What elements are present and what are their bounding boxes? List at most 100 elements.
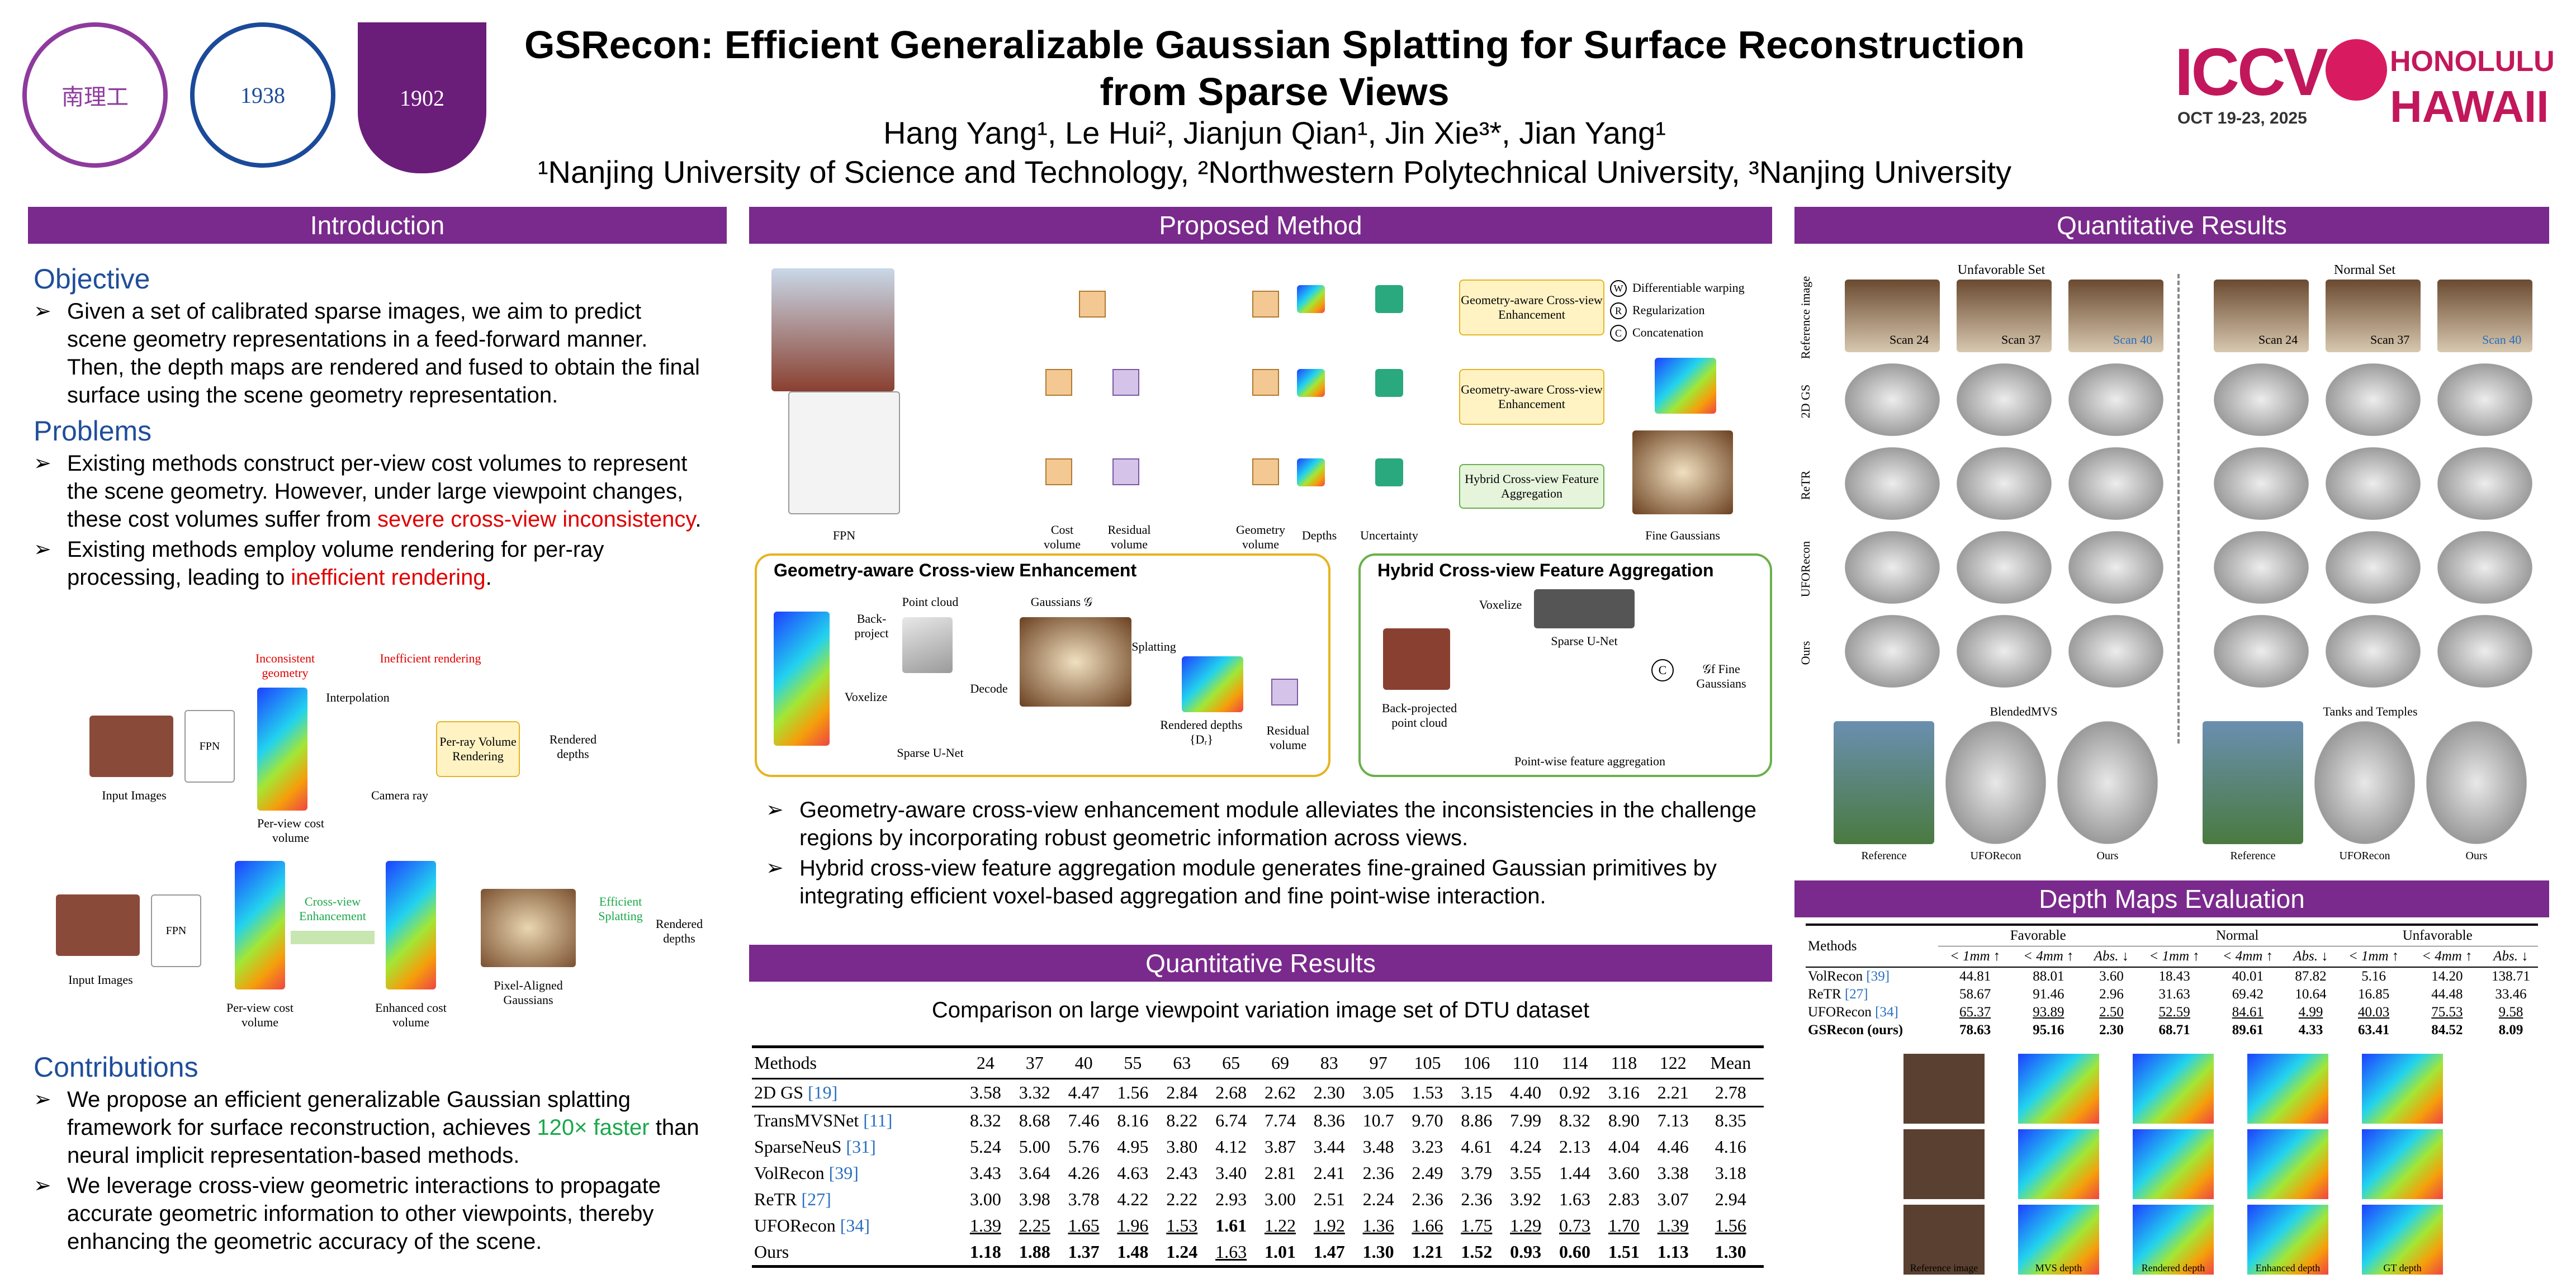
table-cell: 91.46 <box>2033 987 2064 1002</box>
table-cell: 1.66 <box>1412 1215 1443 1235</box>
dtu-caption: Comparison on large viewpoint variation … <box>931 998 1590 1022</box>
label: Cross-view Enhancement <box>299 894 366 923</box>
table-cell: 31.63 <box>2158 987 2190 1002</box>
table-cell: 4.99 <box>2298 1005 2323 1020</box>
reconstruction-image <box>2326 447 2421 520</box>
citation-link[interactable]: [31] <box>846 1137 876 1157</box>
citation-link[interactable]: [19] <box>808 1082 838 1102</box>
column-header: 37 <box>1025 1053 1044 1073</box>
table-cell: 2.25 <box>1019 1215 1050 1235</box>
rendered-depth <box>1655 358 1716 414</box>
column-header: 55 <box>1124 1053 1142 1073</box>
table-cell: 3.43 <box>969 1163 1001 1183</box>
table-cell: 1.24 <box>1166 1242 1198 1262</box>
table-cell: 1.48 <box>1117 1242 1149 1262</box>
method-name: GSRecon (ours) <box>1808 1022 1903 1038</box>
table-cell: 88.01 <box>2033 969 2064 984</box>
citation-link[interactable]: [34] <box>840 1215 870 1235</box>
column-header: Abs. ↓ <box>2293 949 2328 964</box>
citation-link[interactable]: [34] <box>1875 1005 1898 1020</box>
label: Input Images <box>68 973 133 987</box>
label: Enhanced cost volume <box>375 1001 447 1029</box>
table-cell: 33.46 <box>2495 987 2527 1002</box>
reconstruction-image <box>2426 721 2527 844</box>
conf-city: HONOLULU <box>2390 45 2555 78</box>
reconstruction-image <box>1957 615 2052 688</box>
citation-link[interactable]: [39] <box>828 1163 859 1183</box>
label: Tanks and Temples <box>2323 704 2418 718</box>
table-cell: 1.70 <box>1608 1215 1640 1235</box>
row-label: Ours <box>1798 641 1812 665</box>
table-cell: 2.78 <box>1715 1082 1746 1102</box>
table-cell: 2.30 <box>2099 1022 2124 1038</box>
table-cell: 2.94 <box>1715 1189 1746 1209</box>
reconstruction-image <box>2214 531 2309 604</box>
table-cell: 2.36 <box>1461 1189 1493 1209</box>
table-cell: 95.16 <box>2033 1022 2064 1038</box>
cube <box>1112 369 1139 396</box>
reconstruction-image <box>2068 531 2163 604</box>
scan-label: Scan 40 <box>2482 333 2522 347</box>
image-label: Reference <box>2230 850 2276 862</box>
uncertainty-map <box>1375 458 1403 486</box>
reference-image <box>1903 1205 1985 1275</box>
citation-link[interactable]: [39] <box>1866 969 1890 984</box>
table-cell: 2.84 <box>1166 1082 1198 1102</box>
citation-link[interactable]: [27] <box>801 1189 831 1209</box>
label: FPN <box>832 528 856 542</box>
table-cell: 69.42 <box>2232 987 2264 1002</box>
objective-bullet: Given a set of calibrated sparse images,… <box>34 297 704 409</box>
table-cell: 2.49 <box>1412 1163 1443 1183</box>
poster-title: GSRecon: Efficient Generalizable Gaussia… <box>503 21 2046 115</box>
table-cell: 1.36 <box>1362 1215 1394 1235</box>
reference-image <box>1834 721 1934 844</box>
method-name: UFORecon [34] <box>1808 1005 1898 1020</box>
table-cell: 4.26 <box>1068 1163 1100 1183</box>
reference-image <box>1903 1054 1985 1124</box>
label: Rendered depths {Dᵣ} <box>1160 718 1243 746</box>
table-cell: 1.29 <box>1510 1215 1542 1235</box>
citation-link[interactable]: [27] <box>1844 987 1868 1002</box>
cube <box>1045 369 1072 396</box>
sub-header-row: < 1mm ↑< 4mm ↑Abs. ↓< 1mm ↑< 4mm ↑Abs. ↓… <box>1806 946 2538 967</box>
table-cell: 89.61 <box>2232 1022 2264 1038</box>
method-name: UFORecon [34] <box>754 1215 870 1235</box>
table-cell: 2.21 <box>1657 1082 1689 1102</box>
label: Geometry volume <box>1236 523 1285 551</box>
table-cell: 1.56 <box>1715 1215 1746 1235</box>
section-introduction: Introduction <box>28 207 727 244</box>
reconstruction-image <box>2326 615 2421 688</box>
volume-rendering-block: Per-ray Volume Rendering <box>436 721 520 777</box>
conf-dates: OCT 19-23, 2025 <box>2177 109 2307 127</box>
label: Pixel-Aligned Gaussians <box>494 978 563 1007</box>
table-cell: 14.20 <box>2431 969 2463 984</box>
column-header: 40 <box>1074 1053 1093 1073</box>
table-cell: 2.81 <box>1264 1163 1296 1183</box>
section-quantitative-results-dtu: Quantitative Results <box>749 945 1772 982</box>
reference-image <box>2068 280 2163 352</box>
section-quantitative-results-visual: Quantitative Results <box>1794 207 2549 244</box>
citation-link[interactable]: [11] <box>863 1110 893 1130</box>
label: Per-view cost volume <box>226 1001 293 1029</box>
table-cell: 3.38 <box>1657 1163 1689 1183</box>
table-cell: 10.64 <box>2295 987 2327 1002</box>
gace-title: Geometry-aware Cross-view Enhancement <box>774 560 1137 580</box>
reconstruction-image <box>1957 363 2052 436</box>
table-cell: 4.40 <box>1510 1082 1542 1102</box>
table-cell: 10.7 <box>1362 1110 1394 1130</box>
contribution-bullet-2: We leverage cross-view geometric interac… <box>34 1172 704 1256</box>
table-cell: 1.37 <box>1068 1242 1100 1262</box>
reference-image <box>2437 280 2532 352</box>
depth-map <box>1297 285 1325 313</box>
column-header: Abs. ↓ <box>2493 949 2528 964</box>
table-cell: 3.07 <box>1657 1189 1689 1209</box>
table-cell: 9.58 <box>2498 1005 2523 1020</box>
reference-image <box>1845 280 1940 352</box>
